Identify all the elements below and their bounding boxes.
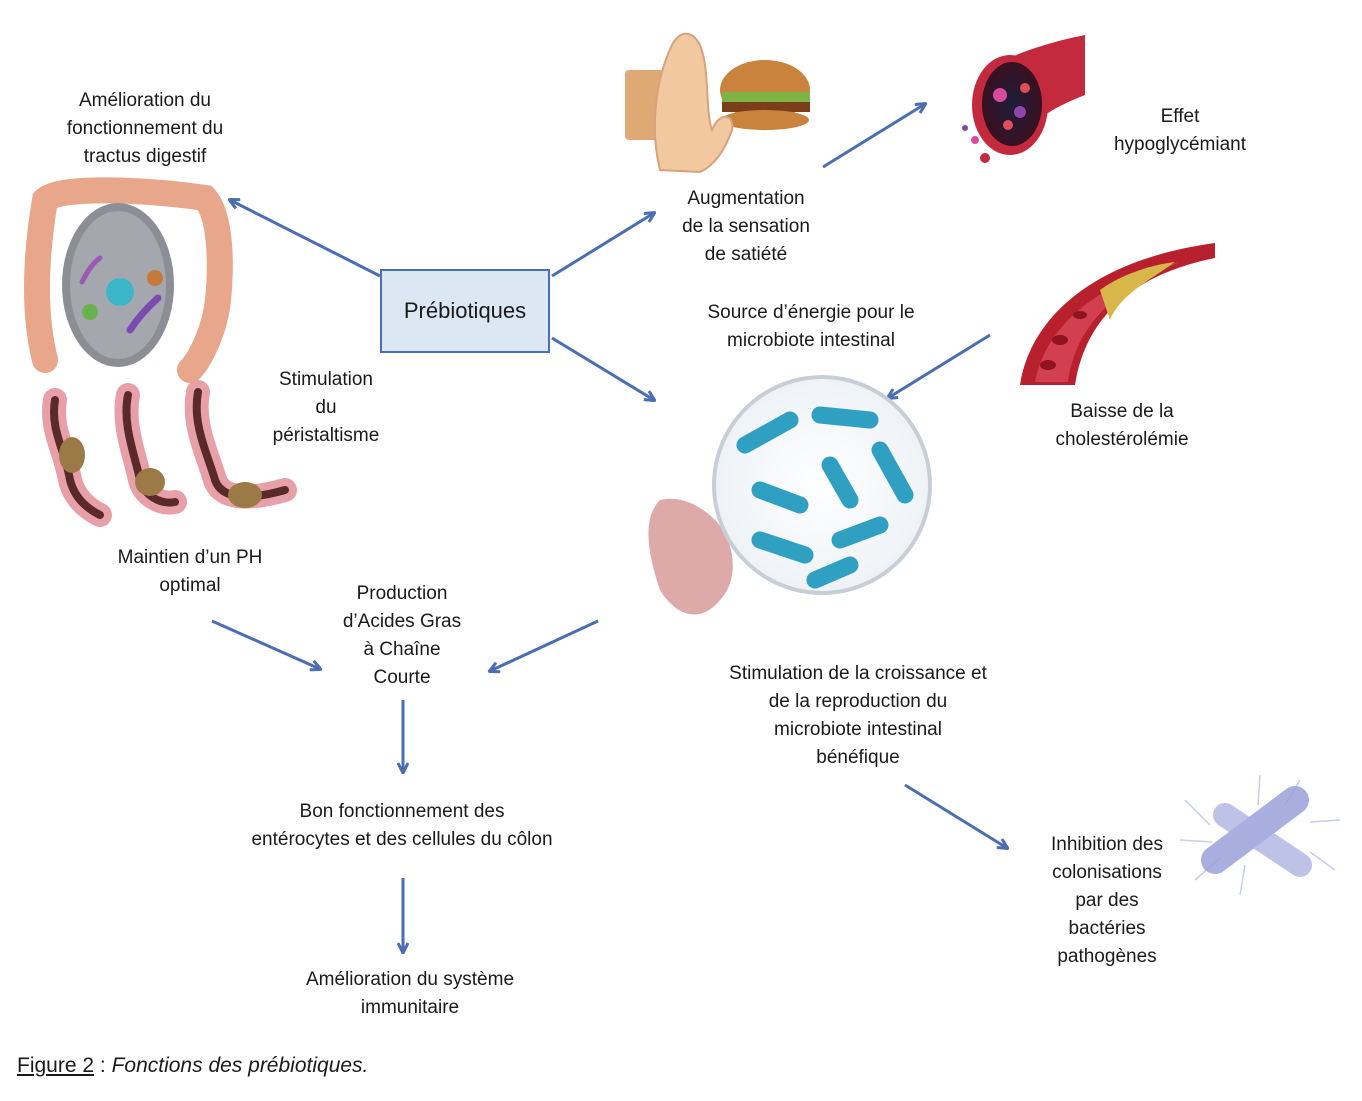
label-enterocytes: Bon fonctionnement des entérocytes et de…	[251, 801, 553, 850]
caption-separator: :	[94, 1054, 112, 1077]
label-tractus: Amélioration du fonctionnement du tractu…	[66, 90, 224, 167]
figure-caption: Figure 2 : Fonctions des prébiotiques.	[17, 1054, 368, 1078]
label-peristaltisme: Stimulation du péristaltisme	[272, 369, 380, 446]
bacteria-magnifier-icon	[648, 375, 932, 615]
caption-text: Fonctions des prébiotiques.	[111, 1054, 369, 1077]
blood-vessel-icon	[962, 35, 1085, 163]
pathogen-bacteria-icon	[1179, 774, 1341, 896]
intestine-microbiota-icon	[24, 177, 233, 383]
label-immunitaire: Amélioration du système immunitaire	[305, 969, 515, 1018]
peristalsis-icon	[42, 380, 297, 527]
label-hypoglycemiant: Effet hypoglycémiant	[1113, 106, 1247, 155]
figure-number: Figure 2	[17, 1054, 95, 1077]
label-inhibition: Inhibition des colonisations par des bac…	[1051, 834, 1163, 967]
label-source-energie: Source d’énergie pour le microbiote inte…	[707, 302, 915, 351]
stop-hand-burger-icon	[625, 32, 810, 174]
prebiotiques-box: Prébiotiques	[380, 269, 550, 353]
label-agcc: Production d’Acides Gras à Chaîne Courte	[342, 583, 462, 688]
label-croissance: Stimulation de la croissance et de la re…	[729, 663, 987, 768]
artery-cholesterol-icon	[1020, 243, 1215, 385]
label-satiete: Augmentation de la sensation de satiété	[682, 188, 810, 265]
label-ph: Maintien d’un PH optimal	[117, 547, 263, 596]
center-label: Prébiotiques	[403, 298, 527, 323]
label-cholesterolemie: Baisse de la cholestérolémie	[1055, 401, 1189, 450]
